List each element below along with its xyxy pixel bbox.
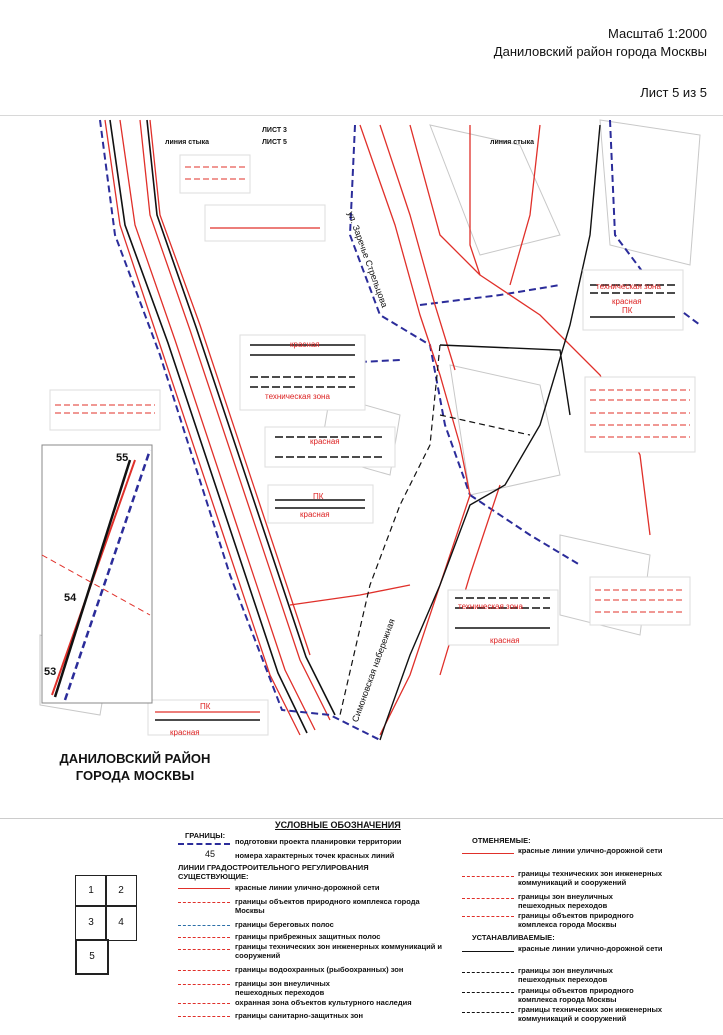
existing-item-2: границы объектов природного комплекса го… bbox=[235, 897, 420, 915]
swatch-existing-sanitary bbox=[178, 1016, 230, 1017]
existing-item-3: границы береговых полос bbox=[235, 920, 334, 929]
zone-label-red-2: красная bbox=[310, 437, 340, 446]
lines-heading: ЛИНИИ ГРАДОСТРОИТЕЛЬНОГО РЕГУЛИРОВАНИЯ bbox=[178, 863, 369, 872]
sheet-key-map: 1 2 3 4 5 bbox=[75, 875, 137, 975]
existing-item-1: красные линии улично-дорожной сети bbox=[235, 883, 380, 892]
border-project-label: подготовки проекта планировки территории bbox=[235, 837, 402, 846]
established-item-4: границы технических зон инженерных комму… bbox=[518, 1005, 663, 1023]
point-54: 54 bbox=[64, 592, 77, 604]
junction-label-right: линия стыка bbox=[490, 139, 535, 146]
swatch-existing-tech bbox=[178, 949, 230, 950]
swatch-existing-coastal bbox=[178, 937, 230, 938]
zone-box-center-3 bbox=[267, 484, 374, 524]
key-cell-4[interactable]: 4 bbox=[105, 905, 137, 941]
swatch-set-red bbox=[462, 951, 514, 952]
zone-label-red-4: красная bbox=[612, 297, 642, 306]
junction-label-left: линия стыка bbox=[165, 139, 210, 146]
sheet3-label: ЛИСТ 3 bbox=[262, 127, 287, 134]
swatch-existing-water bbox=[178, 970, 230, 971]
zone-box-right-top bbox=[582, 269, 684, 331]
existing-item-8: охранная зона объектов культурного насле… bbox=[235, 998, 412, 1007]
swatch-set-nature bbox=[462, 992, 514, 993]
zone-box-right-bottom bbox=[589, 576, 691, 626]
district-map-title: ДАНИЛОВСКИЙ РАЙОН ГОРОДА МОСКВЫ bbox=[55, 750, 215, 784]
established-item-3: границы объектов природного комплекса го… bbox=[518, 986, 634, 1004]
swatch-cancel-nature bbox=[462, 916, 514, 917]
zone-box-top-left-2 bbox=[204, 204, 326, 242]
zone-label-red-5: красная bbox=[490, 636, 520, 645]
project-boundary-swatch bbox=[178, 843, 230, 845]
cancelled-item-4: границы объектов природного комплекса го… bbox=[518, 911, 634, 929]
swatch-existing-shore bbox=[178, 925, 230, 926]
district-header: Даниловский район города Москвы bbox=[493, 44, 707, 59]
swatch-existing-red bbox=[178, 888, 230, 889]
pk-label-2: ПК bbox=[622, 306, 633, 315]
pk-label-1: ПК bbox=[313, 492, 324, 501]
cancelled-item-3: границы зон внеуличных пешеходных перехо… bbox=[518, 892, 613, 910]
point-number-label: номера характерных точек красных линий bbox=[235, 851, 395, 860]
red-lines-left-corridor bbox=[104, 119, 331, 736]
borders-heading: ГРАНИЦЫ: bbox=[185, 831, 226, 840]
scale-label: Масштаб 1:2000 bbox=[608, 26, 707, 41]
swatch-cancel-red bbox=[462, 853, 514, 854]
existing-item-9: границы санитарно-защитных зон bbox=[235, 1011, 363, 1020]
zone-label-tech-2: техническая зона bbox=[596, 282, 661, 291]
zone-label-red-6: красная bbox=[170, 728, 200, 737]
black-lines-left-corridor bbox=[109, 119, 336, 734]
map-canvas[interactable] bbox=[0, 115, 723, 815]
zone-label-tech-1: техническая зона bbox=[265, 392, 330, 401]
swatch-set-ped bbox=[462, 972, 514, 973]
existing-item-5: границы технических зон инженерных комму… bbox=[235, 942, 443, 960]
swatch-cancel-ped bbox=[462, 898, 514, 899]
swatch-cancel-tech bbox=[462, 876, 514, 877]
black-dashed-central bbox=[339, 344, 531, 716]
sheet-number: Лист 5 из 5 bbox=[640, 85, 707, 100]
swatch-existing-heritage bbox=[178, 1003, 230, 1004]
black-lines-central bbox=[379, 124, 601, 741]
cancelled-heading: ОТМЕНЯЕМЫЕ: bbox=[472, 836, 531, 845]
key-cell-1[interactable]: 1 bbox=[75, 875, 107, 907]
key-cell-3[interactable]: 3 bbox=[75, 905, 107, 941]
swatch-existing-ped bbox=[178, 984, 230, 985]
inset-detail bbox=[41, 444, 153, 704]
established-item-1: красные линии улично-дорожной сети bbox=[518, 944, 663, 953]
sheet5-label: ЛИСТ 5 bbox=[262, 139, 287, 146]
district-title-line1: ДАНИЛОВСКИЙ РАЙОН bbox=[59, 751, 211, 766]
zone-box-bottom-left bbox=[147, 699, 269, 736]
cancelled-item-2: границы технических зон инженерных комму… bbox=[518, 869, 663, 887]
zone-box-center-1 bbox=[239, 334, 366, 411]
zone-label-red-3: красная bbox=[300, 510, 330, 519]
key-cell-5[interactable]: 5 bbox=[75, 939, 109, 975]
key-cell-2[interactable]: 2 bbox=[105, 875, 137, 907]
existing-heading: СУЩЕСТВУЮЩИЕ: bbox=[178, 872, 249, 881]
swatch-existing-nature bbox=[178, 902, 230, 903]
zone-box-center-2 bbox=[264, 426, 396, 468]
point-number-example: 45 bbox=[205, 849, 216, 859]
established-item-2: границы зон внеуличных пешеходных перехо… bbox=[518, 966, 613, 984]
legend-title: УСЛОВНЫЕ ОБОЗНАЧЕНИЯ bbox=[275, 820, 401, 830]
zone-label-red-1: красная bbox=[290, 340, 320, 349]
swatch-set-tech bbox=[462, 1012, 514, 1013]
district-title-line2: ГОРОДА МОСКВЫ bbox=[75, 768, 195, 783]
zone-box-right-mid bbox=[584, 376, 696, 453]
cancelled-item-1: красные линии улично-дорожной сети bbox=[518, 846, 663, 855]
point-55: 55 bbox=[116, 452, 129, 464]
existing-item-6: границы водоохранных (рыбоохранных) зон bbox=[235, 965, 404, 974]
zone-label-tech-3: техническая зона bbox=[458, 602, 523, 611]
existing-item-7: границы зон внеуличных пешеходных перехо… bbox=[235, 979, 330, 997]
pk-label-3: ПК bbox=[200, 702, 211, 711]
point-53: 53 bbox=[44, 666, 57, 678]
established-heading: УСТАНАВЛИВАЕМЫЕ: bbox=[472, 933, 555, 942]
zone-box-top-left bbox=[179, 154, 251, 194]
zone-box-left-mid bbox=[49, 389, 161, 431]
zone-box-bottom-center bbox=[447, 589, 559, 646]
legend-panel bbox=[0, 818, 723, 1035]
existing-item-4: границы прибрежных защитных полос bbox=[235, 932, 381, 941]
map-frame bbox=[0, 115, 723, 816]
